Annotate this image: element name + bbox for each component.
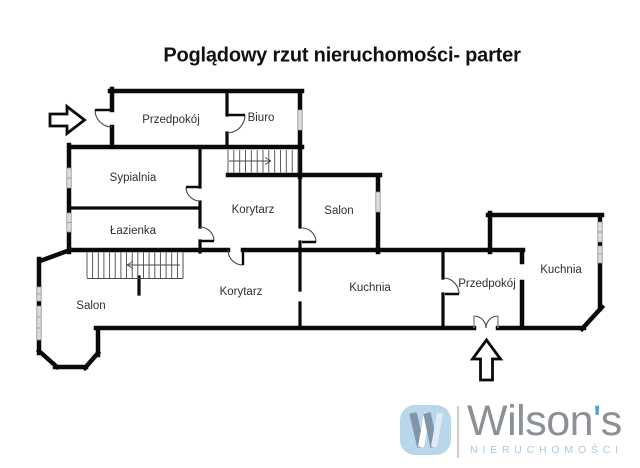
window [36,305,42,341]
wilsons-w-icon [400,405,451,455]
room-label-kuchnia-right: Kuchnia [540,264,582,276]
staircase-upper [227,150,299,173]
room-label-korytarz-upper: Korytarz [231,204,275,216]
interior-walls [67,89,445,330]
company-logo: Wilson's NIERUCHOMOŚCI [399,397,623,458]
room-label-biuro: Biuro [247,112,275,124]
room-label-przedpokoj-top: Przedpokój [142,114,200,126]
window-mullions [36,177,603,329]
logo-apostrophe: ' [593,397,601,445]
room-label-kuchnia-middle: Kuchnia [349,282,391,294]
room-label-lazienka: Łazienka [109,225,157,237]
logo-brand-name: Wilson's [467,397,622,445]
room-label-korytarz-lower: Korytarz [219,286,263,298]
entrance-arrow-right-icon [48,103,87,137]
entrance-arrow-up-icon [469,337,504,382]
door-arcs [94,109,499,329]
logo-subtitle: NIERUCHOMOŚCI [470,444,623,457]
window [597,245,603,264]
window [297,109,303,131]
exterior-walls [35,86,606,372]
stairs-direction-arrow [229,157,272,165]
room-label-salon-upper: Salon [324,205,354,217]
logo-divider [457,406,459,458]
room-label-sypialnia: Sypialnia [109,172,157,184]
stairs-direction-arrow [126,261,180,269]
window [375,191,381,213]
double-door-leaves [473,316,499,328]
page-title: Poglądowy rzut nieruchomości- parter [163,44,521,67]
staircase-lower [86,252,184,279]
room-label-przedpokoj-lower: Przedpokój [458,278,516,290]
room-label-salon-lower: Salon [76,300,106,312]
door-leaves [95,108,459,296]
